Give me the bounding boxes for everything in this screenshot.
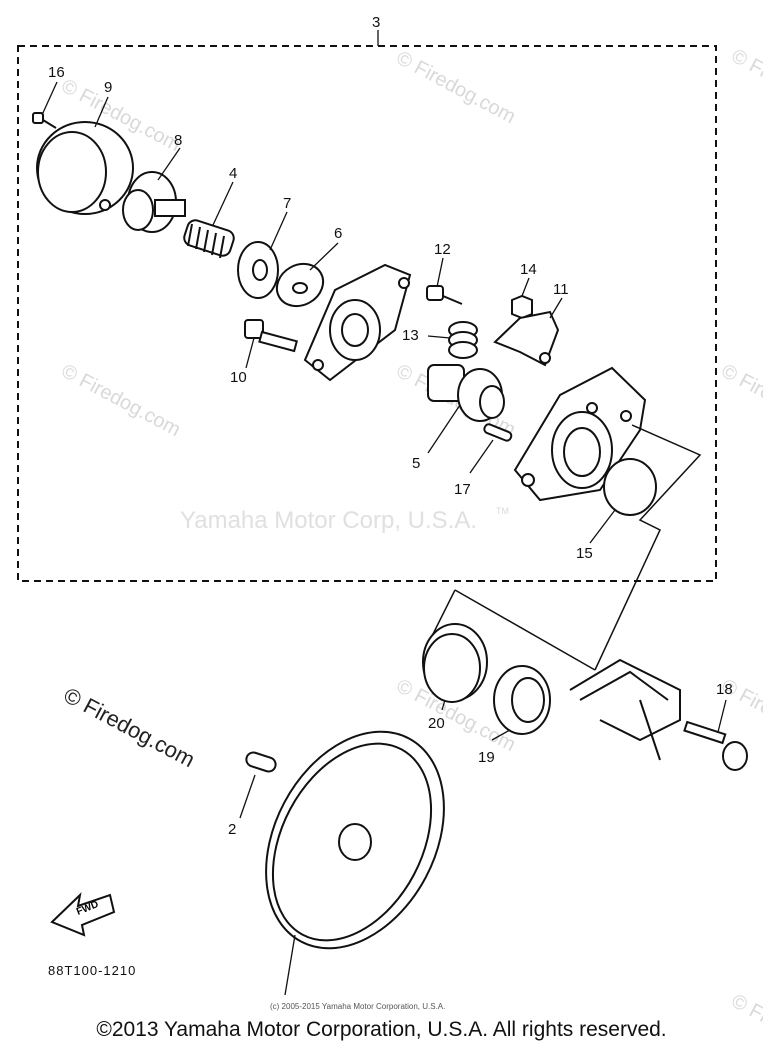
part-seal-19 xyxy=(493,665,551,735)
watermark-yamaha: Yamaha Motor Corp, U.S.A. xyxy=(180,507,477,534)
callout-12: 12 xyxy=(434,241,451,258)
watermark-firedog-2: © Firedog.com xyxy=(393,47,519,128)
watermark-firedog-3: © Firedog.com xyxy=(58,360,184,441)
part-shaft-5 xyxy=(427,364,505,422)
part-pin-17 xyxy=(483,423,513,442)
part-cap-20 xyxy=(422,623,488,703)
part-key-2 xyxy=(245,751,277,773)
callout-20: 20 xyxy=(428,715,445,732)
footer-copyright: ©2013 Yamaha Motor Corporation, U.S.A. A… xyxy=(96,1018,667,1041)
connector-line-2 xyxy=(429,589,456,641)
part-bolt-12 xyxy=(426,285,463,305)
callout-10: 10 xyxy=(230,369,247,386)
callout-9: 9 xyxy=(104,79,112,96)
callout-6: 6 xyxy=(334,225,342,242)
connector-line-1 xyxy=(594,424,702,671)
callout-14: 14 xyxy=(520,261,537,278)
part-housing-plate xyxy=(303,263,412,382)
callout-13: 13 xyxy=(402,327,419,344)
part-cap-15 xyxy=(603,458,657,516)
callout-2: 2 xyxy=(228,821,236,838)
callout-15: 15 xyxy=(576,545,593,562)
part-nut-14 xyxy=(511,294,533,320)
part-plate-7 xyxy=(237,241,279,299)
part-frame-section xyxy=(569,658,681,761)
part-washer-6 xyxy=(275,262,325,308)
part-code: 88T100-1210 xyxy=(48,963,136,978)
callout-16: 16 xyxy=(48,64,65,81)
callout-3: 3 xyxy=(372,14,380,31)
part-screw-16 xyxy=(32,112,57,129)
callout-11: 11 xyxy=(553,281,569,298)
forward-arrow-icon: FWD xyxy=(50,892,116,937)
callout-8: 8 xyxy=(174,132,182,149)
assembly-box xyxy=(17,45,717,582)
watermark-firedog-5: © Firedog.com xyxy=(718,360,763,441)
part-spring-4 xyxy=(183,219,235,259)
callout-4: 4 xyxy=(229,165,237,182)
small-copyright: (c) 2005-2015 Yamaha Motor Corporation, … xyxy=(270,1002,445,1011)
watermark-firedog-8: © Firedog.com xyxy=(728,45,763,126)
part-bolt-10 xyxy=(244,319,298,353)
part-cover-9 xyxy=(36,121,134,215)
watermark-tm: TM xyxy=(496,506,509,516)
part-bolt-18 xyxy=(683,720,748,771)
callout-17: 17 xyxy=(454,481,471,498)
callout-19: 19 xyxy=(478,749,495,766)
callout-18: 18 xyxy=(716,681,733,698)
callout-leaders xyxy=(41,81,727,996)
callout-7: 7 xyxy=(283,195,291,212)
part-bushing-8 xyxy=(122,171,186,233)
callout-5: 5 xyxy=(412,455,420,472)
part-bracket-11 xyxy=(493,310,560,367)
part-spring-13 xyxy=(448,321,478,359)
watermark-firedog-dark: © Firedog.com xyxy=(60,682,199,772)
part-sheave-1 xyxy=(265,730,445,950)
connector-line-3 xyxy=(454,589,596,671)
